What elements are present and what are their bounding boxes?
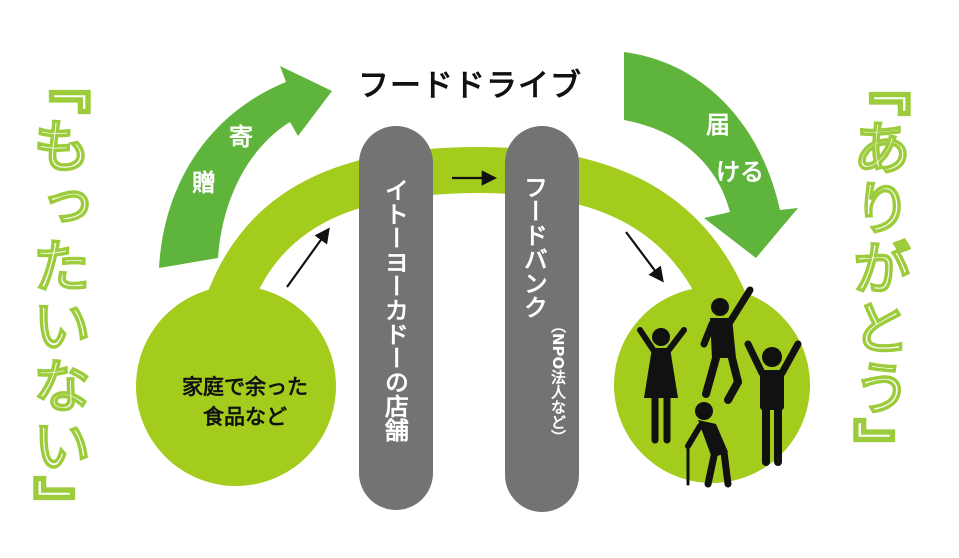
- store-pill: [359, 126, 433, 510]
- slogan-arigatou: 『ありがとう』: [842, 57, 912, 479]
- deliver-label-1: 届: [706, 111, 730, 139]
- donate-arrow: [159, 66, 332, 268]
- source-label-line1: 家庭で余った: [182, 375, 308, 399]
- slogan-mottainai: 『もったいない』: [22, 55, 92, 537]
- page-title: フードドライブ: [358, 68, 582, 104]
- foodbank-pill-label: フードバンク: [519, 175, 548, 319]
- foodbank-pill: [505, 126, 579, 512]
- donate-label-2: 贈: [192, 169, 216, 197]
- foodbank-pill-note: （NPO法人など）: [549, 318, 567, 445]
- source-circle: [136, 286, 336, 486]
- arrow-right-icon: [625, 231, 664, 283]
- people-cheering-icon: [637, 286, 802, 466]
- source-label-line2: 食品など: [203, 405, 287, 430]
- source-label: 家庭で余った 食品など: [150, 372, 340, 433]
- donate-label-1: 寄: [229, 123, 253, 151]
- arrow-right-icon: [286, 227, 330, 288]
- deliver-label-2: ける: [716, 158, 764, 186]
- elderly-with-cane-icon: [685, 402, 732, 488]
- store-pill-label: イトーヨーカドーの店舗: [380, 178, 409, 442]
- flow-arch: [197, 146, 758, 353]
- deliver-arrow: [624, 52, 798, 258]
